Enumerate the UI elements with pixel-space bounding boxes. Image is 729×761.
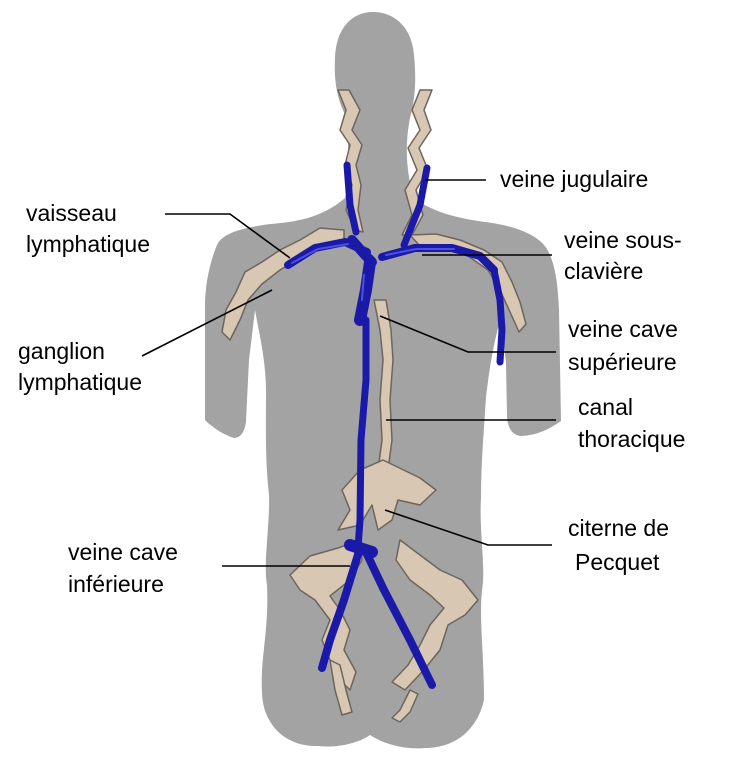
label-canal-thoracique-line2: thoracique (578, 426, 685, 452)
label-ganglion-lymphatique-line1: ganglion (18, 338, 105, 364)
label-veine-cave-inferieure-line2: inférieure (68, 571, 164, 597)
label-veine-cave-superieure-line1: veine cave (568, 316, 678, 342)
pelvic-vein-junction (350, 545, 372, 552)
label-veine-sous-claviere-line1: veine sous- (564, 227, 682, 253)
label-ganglion-lymphatique-line2: lymphatique (18, 369, 142, 395)
label-veine-cave-inferieure-line1: veine cave (68, 539, 178, 565)
label-veine-jugulaire: veine jugulaire (500, 166, 648, 192)
label-citerne-de-pecquet-line1: citerne de (568, 515, 669, 541)
label-canal-thoracique-line1: canal (578, 394, 633, 420)
label-vaisseau-lymphatique-line1: vaisseau (26, 200, 117, 226)
label-veine-sous-claviere-line2: clavière (564, 258, 643, 284)
label-veine-cave-superieure-line2: supérieure (568, 349, 677, 375)
label-citerne-de-pecquet-line2: Pecquet (575, 549, 660, 575)
label-vaisseau-lymphatique-line2: lymphatique (26, 231, 150, 257)
